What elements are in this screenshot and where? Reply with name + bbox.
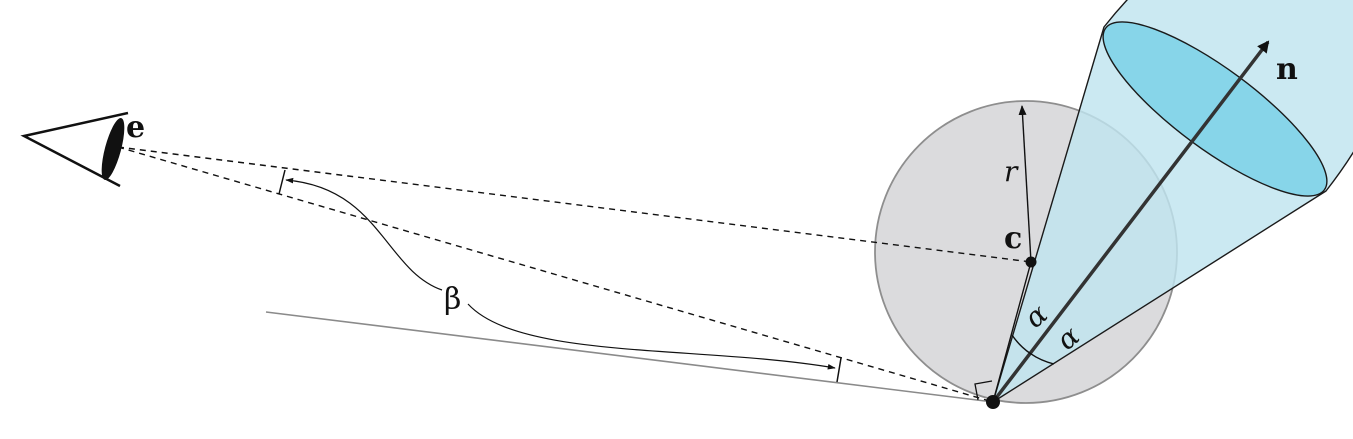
beta-leader-lower xyxy=(467,303,836,370)
eye-label: e xyxy=(126,110,145,145)
cone-apex-point xyxy=(986,395,1000,409)
apex-to-center-segment xyxy=(992,261,1032,403)
sight-line-to-apex xyxy=(117,146,994,403)
beta-label: β xyxy=(444,282,461,317)
normal-label: n xyxy=(1276,52,1298,87)
tangent-line xyxy=(265,311,994,403)
beta-leader-upper xyxy=(285,177,443,291)
alpha-angle-arc xyxy=(1011,334,1055,365)
eye-icon xyxy=(20,111,129,188)
center-point-c xyxy=(1025,256,1037,268)
radius-label: r xyxy=(1004,155,1019,188)
radius-r xyxy=(1018,105,1032,263)
normal-vector-n xyxy=(991,40,1270,404)
right-angle-marker xyxy=(974,380,993,401)
beta-tick-near-apex xyxy=(836,357,842,383)
center-label: c xyxy=(1004,221,1022,256)
beta-tick-near-eye xyxy=(278,169,286,195)
